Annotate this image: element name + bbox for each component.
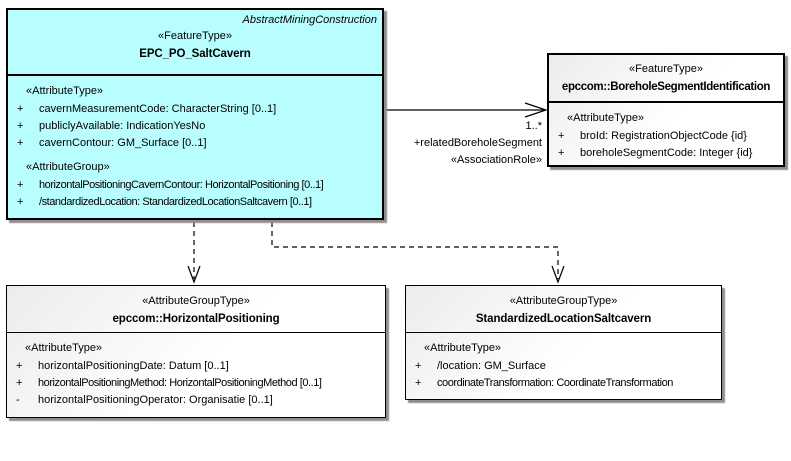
attribute-text: broId: RegistrationObjectCode {id} xyxy=(580,130,747,142)
section-label: «AttributeType» xyxy=(567,112,645,124)
visibility-marker: + xyxy=(17,137,24,149)
visibility-marker: + xyxy=(415,360,422,372)
class-header: «AttributeGroupType» StandardizedLocatio… xyxy=(406,286,721,333)
attribute-text: /location: GM_Surface xyxy=(437,360,546,372)
attribute-compartment: «AttributeType» + horizontalPositioningD… xyxy=(7,333,385,409)
visibility-marker: + xyxy=(17,196,24,208)
attribute-compartment: «AttributeType» + cavernMeasurementCode:… xyxy=(8,76,382,211)
attribute-text: horizontalPositioningDate: Datum [0..1] xyxy=(38,360,229,372)
dependency-connector-horizontal-positioning[interactable] xyxy=(187,222,201,284)
visibility-marker: + xyxy=(17,120,24,132)
class-header: «FeatureType» epccom::BoreholeSegmentIde… xyxy=(549,55,783,103)
attribute-row[interactable]: - horizontalPositioningOperator: Organis… xyxy=(11,392,381,409)
association-stereotype: «AssociationRole» xyxy=(450,154,542,166)
attribute-text: cavernContour: GM_Surface [0..1] xyxy=(39,137,207,149)
attribute-row[interactable]: + /location: GM_Surface xyxy=(410,358,717,375)
attribute-compartment: «AttributeType» + /location: GM_Surface … xyxy=(406,333,721,392)
section-label: «AttributeGroup» xyxy=(26,161,110,173)
class-stereotype: «AttributeGroupType» xyxy=(142,295,250,307)
attribute-compartment: «AttributeType» + broId: RegistrationObj… xyxy=(549,103,783,162)
attribute-row[interactable]: + cavernContour: GM_Surface [0..1] xyxy=(12,135,378,152)
attribute-row[interactable]: + horizontalPositioningCavernContour: Ho… xyxy=(12,177,378,194)
association-labels: 1..* +relatedBoreholeSegment «Associatio… xyxy=(384,118,542,169)
class-header: AbstractMiningConstruction «FeatureType»… xyxy=(8,10,382,76)
class-stereotype: «FeatureType» xyxy=(629,63,703,75)
attribute-row[interactable]: + publiclyAvailable: IndicationYesNo xyxy=(12,118,378,135)
attribute-text: publiclyAvailable: IndicationYesNo xyxy=(39,120,206,132)
attribute-row[interactable]: + horizontalPositioningDate: Datum [0..1… xyxy=(11,358,381,375)
visibility-marker: + xyxy=(17,179,24,191)
association-open-arrowhead xyxy=(524,102,548,118)
visibility-marker: + xyxy=(415,377,422,389)
visibility-marker: + xyxy=(16,377,23,389)
attribute-row[interactable]: + horizontalPositioningMethod: Horizonta… xyxy=(11,375,381,392)
attribute-text: horizontalPositioningMethod: HorizontalP… xyxy=(38,377,322,389)
attribute-text: coordinateTransformation: CoordinateTran… xyxy=(437,377,673,389)
class-name: StandardizedLocationSaltcavern xyxy=(475,313,652,325)
class-borehole-segment-identification[interactable]: «FeatureType» epccom::BoreholeSegmentIde… xyxy=(547,53,785,167)
class-stereotype: «AttributeGroupType» xyxy=(509,295,618,307)
class-header: «AttributeGroupType» epccom::HorizontalP… xyxy=(7,286,385,333)
section-label: «AttributeType» xyxy=(26,85,104,97)
class-horizontal-positioning[interactable]: «AttributeGroupType» epccom::HorizontalP… xyxy=(6,285,386,418)
attribute-text: horizontalPositioningCavernContour: Hori… xyxy=(39,179,324,191)
dependency-arrowhead xyxy=(551,265,565,284)
attribute-text: horizontalPositioningOperator: Organisat… xyxy=(38,394,273,406)
attribute-text: cavernMeasurementCode: CharacterString [… xyxy=(39,103,277,115)
visibility-marker: + xyxy=(16,360,23,372)
association-role-name: +relatedBoreholeSegment xyxy=(413,137,542,149)
attribute-row[interactable]: + coordinateTransformation: CoordinateTr… xyxy=(410,375,717,392)
association-multiplicity: 1..* xyxy=(525,120,542,132)
dependency-arrowhead xyxy=(187,265,201,284)
visibility-marker: + xyxy=(558,130,565,142)
class-name: epccom::BoreholeSegmentIdentification xyxy=(561,81,771,93)
visibility-marker: + xyxy=(558,147,565,159)
attribute-text: boreholeSegmentCode: Integer {id} xyxy=(580,147,753,159)
class-stereotype: «FeatureType» xyxy=(158,30,232,42)
attribute-row[interactable]: + boreholeSegmentCode: Integer {id} xyxy=(553,145,779,162)
section-label: «AttributeType» xyxy=(424,342,502,354)
attribute-text: /standardizedLocation: StandardizedLocat… xyxy=(39,196,312,208)
class-name: epccom::HorizontalPositioning xyxy=(112,313,280,325)
visibility-marker: + xyxy=(17,103,24,115)
dependency-connector-standardized-location[interactable] xyxy=(271,222,565,284)
parent-classifier-label: AbstractMiningConstruction xyxy=(242,14,377,26)
class-epc-po-saltcavern[interactable]: AbstractMiningConstruction «FeatureType»… xyxy=(6,8,384,220)
attribute-row[interactable]: + /standardizedLocation: StandardizedLoc… xyxy=(12,194,378,211)
class-standardized-location-saltcavern[interactable]: «AttributeGroupType» StandardizedLocatio… xyxy=(405,285,722,400)
class-name: EPC_PO_SaltCavern xyxy=(139,48,251,60)
section-label: «AttributeType» xyxy=(25,342,103,354)
attribute-row[interactable]: + cavernMeasurementCode: CharacterString… xyxy=(12,101,378,118)
visibility-marker: - xyxy=(16,394,20,406)
attribute-row[interactable]: + broId: RegistrationObjectCode {id} xyxy=(553,128,779,145)
association-connector[interactable] xyxy=(384,102,548,118)
